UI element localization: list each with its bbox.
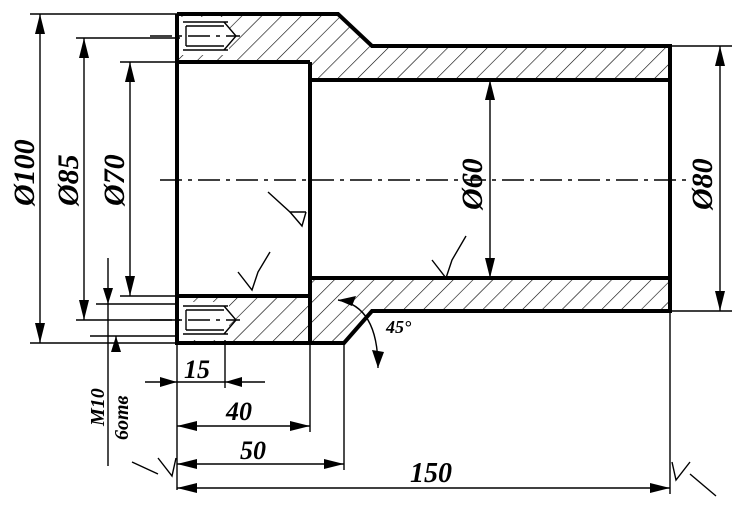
label-len150: 150 — [410, 458, 452, 489]
label-len40: 40 — [225, 397, 252, 426]
dim-d70 — [120, 61, 177, 297]
label-chamfer-angle: 45° — [385, 317, 412, 337]
label-thread-count: 6отв — [111, 395, 133, 440]
dim-d60 — [485, 80, 495, 278]
dim-d80 — [670, 45, 732, 312]
label-thread-size: M10 — [87, 388, 109, 427]
label-len15: 15 — [184, 355, 210, 384]
dim-d100 — [30, 13, 177, 344]
dim-len150 — [177, 311, 671, 494]
label-d80: Ø80 — [686, 158, 719, 211]
label-d100: Ø100 — [8, 139, 41, 207]
thread-leader — [90, 258, 178, 466]
label-d70: Ø70 — [98, 154, 131, 207]
dim-len50 — [177, 343, 345, 470]
label-d85: Ø85 — [52, 154, 85, 207]
label-d60: Ø60 — [456, 158, 489, 211]
chamfer-angle-dim — [337, 296, 384, 369]
bottom-thread-detail — [183, 305, 237, 335]
surface-finish-marks — [131, 191, 717, 497]
label-len50: 50 — [240, 436, 266, 465]
dim-len15 — [145, 340, 265, 490]
dim-d85 — [76, 37, 180, 321]
dim-len40 — [177, 296, 311, 432]
